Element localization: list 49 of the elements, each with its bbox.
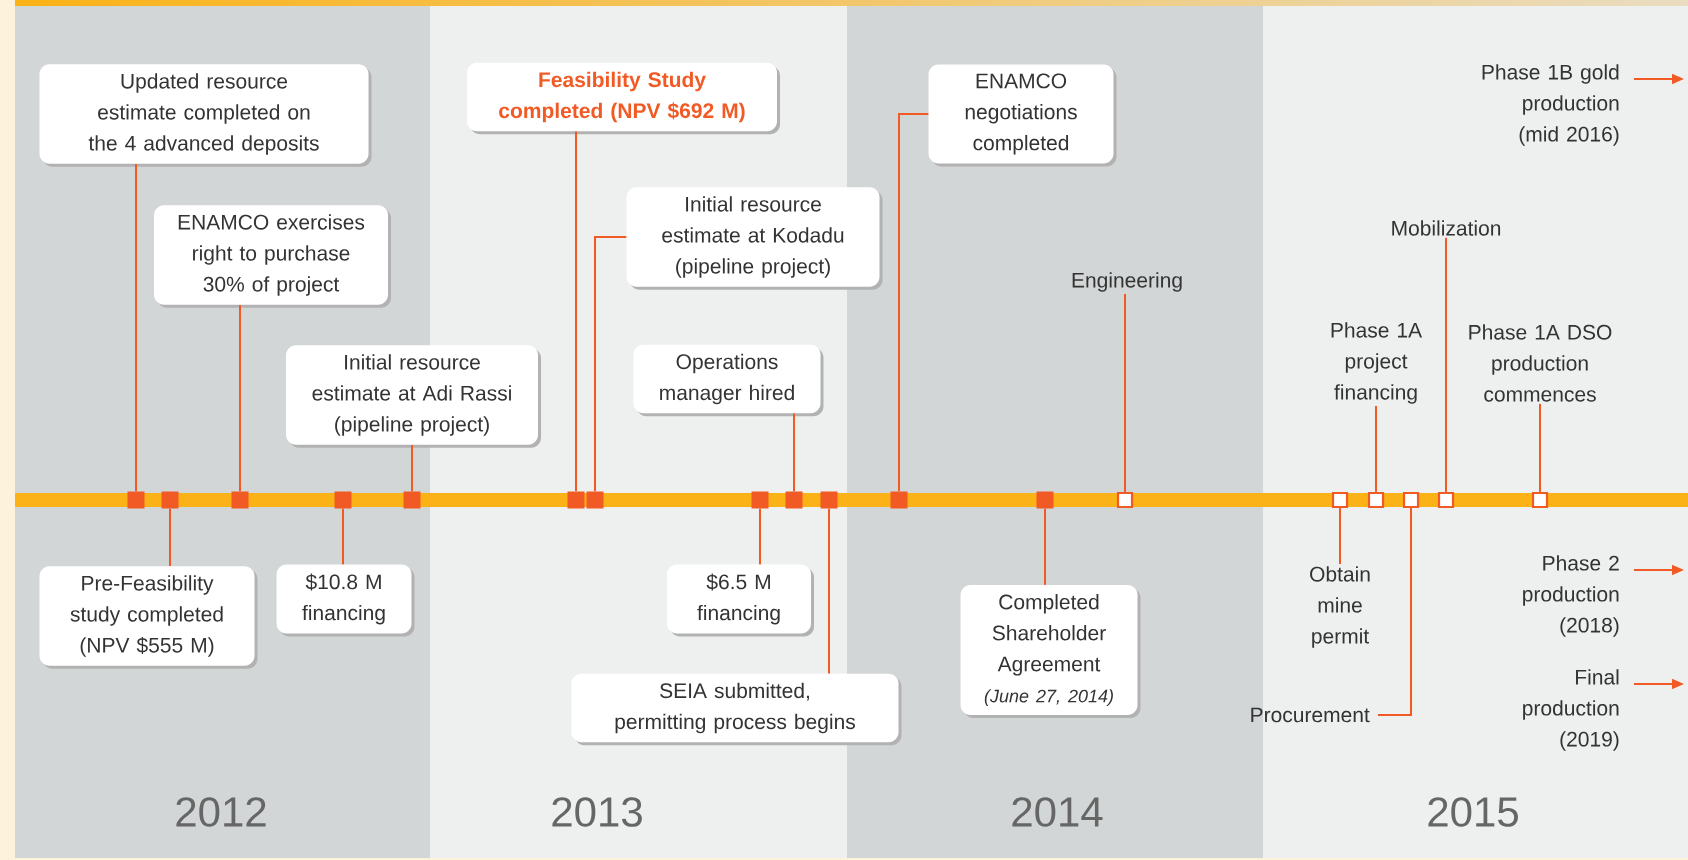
connector-line [1339, 507, 1341, 565]
connector-line [575, 130, 577, 493]
event-box: SEIA submitted, permitting process begins [571, 673, 902, 746]
year-label: 2012 [176, 797, 266, 827]
event-box: Initial resource estimate at Kodadu (pipeline project) [626, 187, 883, 290]
milestone-marker [1116, 491, 1134, 509]
connector-line [1375, 405, 1377, 493]
milestone-marker [1531, 491, 1549, 509]
connector-line [1124, 293, 1126, 493]
connector-line [135, 163, 137, 493]
event-box: ENAMCO exercises right to purchase 30% of project [154, 205, 391, 308]
connector-line [828, 507, 830, 675]
event-box: $10.8 M financing [276, 564, 415, 637]
connector-line [793, 412, 795, 493]
connector-line [1445, 236, 1447, 493]
event-label: Procurement [1251, 707, 1370, 723]
event-box: Pre-Feasibility study completed (NPV $555 M) [39, 566, 258, 669]
connector-line [1539, 402, 1541, 493]
milestone-marker [1402, 491, 1420, 509]
event-label: Engineering [1072, 272, 1182, 292]
connector-line [1377, 507, 1412, 716]
event-box: Completed Shareholder Agreement (June 27, 2014) [960, 585, 1141, 718]
event-label: Phase 1B gold production (mid 2016) [1482, 64, 1619, 146]
year-label: 2013 [552, 797, 642, 827]
event-box: Updated resource estimate completed on the 4 advanced deposits [39, 64, 372, 167]
event-label: Phase 2 production (2018) [1523, 555, 1619, 637]
event-box: Operations manager hired [633, 344, 824, 417]
event-label: Phase 1A project financing [1331, 322, 1423, 404]
event-box: Initial resource estimate at Adi Rassi (pipeline project) [286, 345, 541, 448]
milestone-marker [1331, 491, 1349, 509]
event-label: Mobilization [1392, 220, 1501, 236]
year-label: 2015 [1428, 797, 1518, 827]
milestone-marker [1367, 491, 1385, 509]
connector-line [1044, 507, 1046, 586]
event-label: Phase 1A DSO production commences [1469, 324, 1612, 402]
connector-line [342, 507, 344, 566]
year-label: 2014 [1012, 797, 1103, 827]
connector-line [594, 236, 628, 493]
event-box: $6.5 M financing [667, 564, 814, 637]
connector-line [169, 507, 171, 567]
connector-line [898, 113, 930, 493]
connector-line [411, 444, 413, 493]
event-label: Final production (2019) [1523, 669, 1619, 751]
event-box: Feasibility Study completed (NPV $692 M) [467, 62, 780, 135]
event-box: ENAMCO negotiations completed [928, 64, 1117, 167]
connector-line [239, 304, 241, 493]
milestone-marker [1437, 491, 1455, 509]
event-label: Obtain mine permit [1310, 566, 1370, 648]
connector-line [759, 507, 761, 566]
